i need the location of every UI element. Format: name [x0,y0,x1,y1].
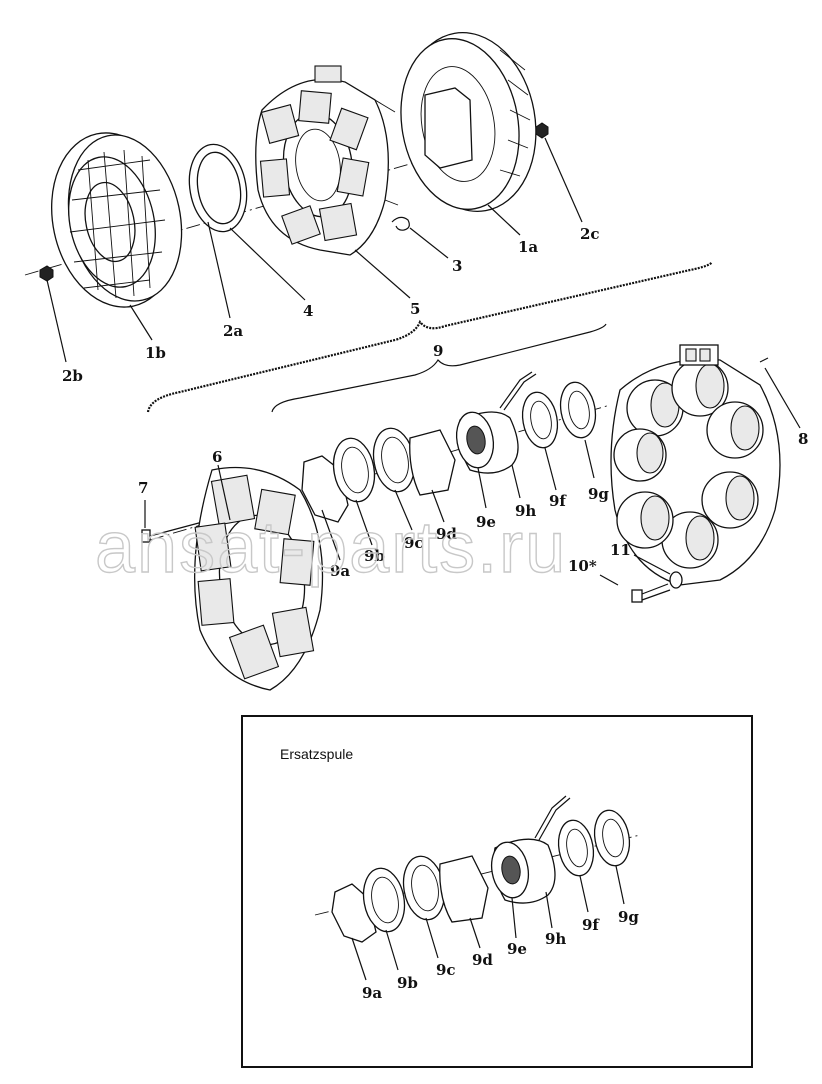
label-8: 8 [798,430,808,448]
part-5-caliper-housing [255,65,399,256]
label-9a: 9a [330,562,350,580]
label-3: 3 [452,257,462,275]
label-2c: 2c [580,225,600,243]
label-9b: 9b [364,547,385,565]
inset-label-9e: 9e [507,940,527,958]
label-5: 5 [410,300,420,318]
label-9: 9 [433,342,443,360]
watermark-text: ansat-parts.ru [95,508,567,588]
inset-label-9d: 9d [472,951,493,969]
part-1a-brake-disc [400,32,537,212]
inset-label-9f: 9f [582,916,600,934]
coil-stack-main [301,371,597,523]
label-7: 7 [138,479,148,497]
inset-label-9c: 9c [436,961,456,979]
inset-callout-labels: 9a 9b 9c 9d 9e 9h 9f 9g [362,908,639,1002]
inset-label-9a: 9a [362,984,382,1002]
part-8-piston-housing [610,344,781,586]
inset-label-9h: 9h [545,930,566,948]
part-3-clip [391,216,410,231]
inset-frame [241,715,753,1068]
part-1b-brake-disc [51,132,183,308]
label-1a: 1a [518,238,538,256]
part-10-bolt [631,583,671,603]
part-6-pad-carrier [194,466,324,691]
leader-lines-middle [144,367,801,586]
part-11-nut [669,571,683,589]
coil-stack-inset [331,795,631,943]
part-2b-nut [39,265,54,282]
inset-label-9b: 9b [397,974,418,992]
leader-lines-top [46,137,583,363]
label-9g: 9g [588,485,609,503]
label-2a: 2a [223,322,243,340]
label-2b: 2b [62,367,83,385]
label-9f: 9f [549,492,567,510]
label-9c: 9c [404,534,424,552]
inset-title: Ersatzspule [280,746,353,762]
leader-lines-inset [351,865,625,981]
label-9e: 9e [476,513,496,531]
inset-label-9g: 9g [618,908,639,926]
label-9d: 9d [436,525,457,543]
label-10: 10* [568,557,597,575]
brace-9 [271,323,607,413]
label-11: 11 [610,541,631,559]
brace-5 [146,261,713,413]
label-9h: 9h [515,502,536,520]
part-4-shim-ring [188,143,248,233]
label-1b: 1b [145,344,166,362]
callout-labels: 1a 1b 2a 2b 2c 3 4 5 6 7 8 9 9a 9b 9c 9d… [62,225,808,580]
label-4: 4 [303,302,313,320]
part-2c-nut [535,122,549,139]
label-6: 6 [212,448,222,466]
